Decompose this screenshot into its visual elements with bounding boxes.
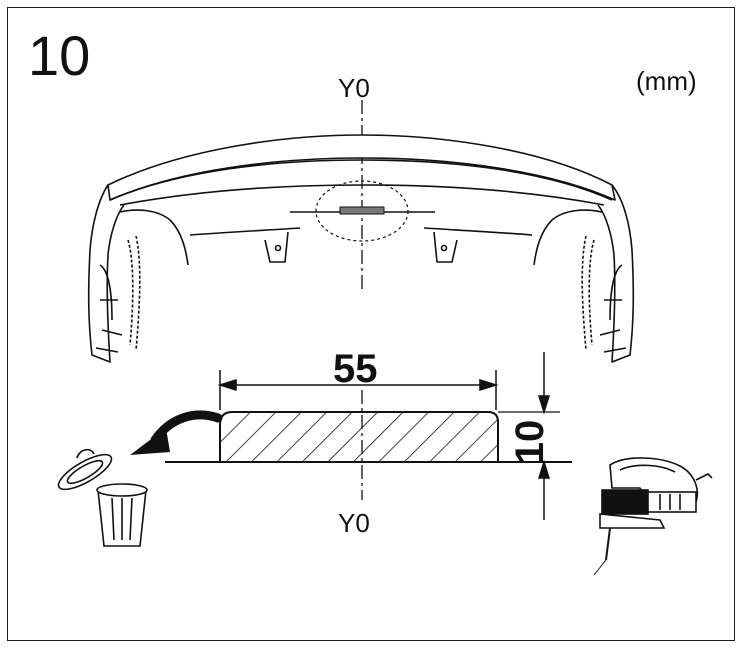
instruction-frame [7,7,735,641]
cutout-block [219,411,499,463]
width-dimension [217,370,499,410]
discard-arrow-icon [130,410,223,455]
height-dimension [537,352,551,520]
trash-can-icon [57,448,148,547]
bumper-illustration [87,134,635,363]
y0-bottom-label: Y0 [338,508,370,538]
unit-label: (mm) [636,66,697,96]
step-number: 10 [28,24,91,87]
width-dimension-label: 55 [333,347,378,391]
jigsaw-icon [593,457,713,576]
y0-top-label: Y0 [338,73,370,103]
